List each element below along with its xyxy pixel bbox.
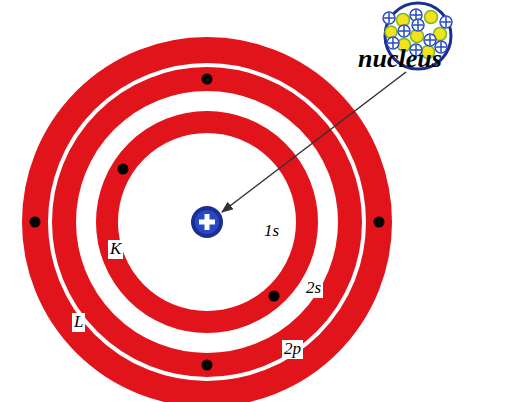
leader-arrow [222,72,406,212]
orbital-label: 2p [282,340,303,359]
orbital-label: 2s [304,279,323,298]
orbital-label: 1s [262,222,281,241]
shell-label: L [72,313,85,332]
l-shell-2p [35,50,379,394]
k-shell-1s [107,122,307,322]
nucleus-label: nucleus [356,45,444,74]
electrons [30,74,385,371]
nucleus-symbol [191,206,223,238]
l-shell-2s [64,79,350,365]
shell-label: K [108,240,123,259]
